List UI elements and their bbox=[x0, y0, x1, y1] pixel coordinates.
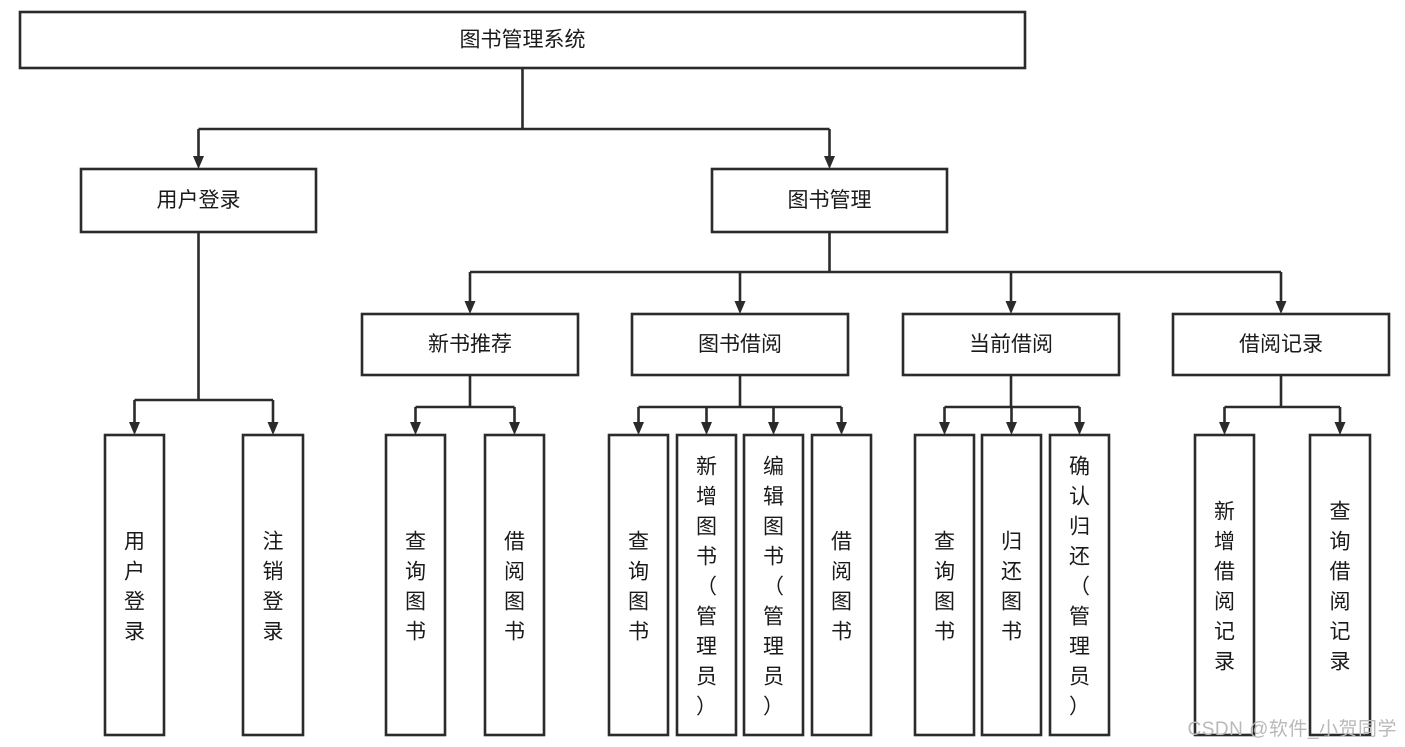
node-label: 确认归还（管理员） bbox=[1069, 455, 1090, 718]
node-box bbox=[360, 312, 580, 377]
node-box bbox=[607, 433, 670, 737]
edge-arrowhead bbox=[1074, 422, 1085, 435]
edge-arrowhead bbox=[1275, 301, 1287, 314]
edge-arrowhead bbox=[509, 422, 520, 435]
node-borrow-record[interactable]: 借阅记录 bbox=[1171, 312, 1391, 377]
node-new-book-rec[interactable]: 新书推荐 bbox=[360, 312, 580, 377]
node-box bbox=[913, 433, 976, 737]
node-leaf-user-login[interactable]: 用户登录 bbox=[103, 433, 166, 737]
node-label: 新增图书（管理员） bbox=[696, 455, 717, 718]
edge-arrowhead bbox=[836, 422, 847, 435]
node-box bbox=[630, 312, 850, 377]
node-label: 编辑图书（管理员） bbox=[763, 455, 784, 718]
node-leaf-query-book-2[interactable]: 查询图书 bbox=[607, 433, 670, 737]
edge-arrowhead bbox=[410, 422, 421, 435]
node-box bbox=[980, 433, 1043, 737]
node-box bbox=[1193, 433, 1256, 737]
node-box bbox=[18, 10, 1027, 70]
node-label: 查询借阅记录 bbox=[1330, 500, 1351, 673]
node-box bbox=[810, 433, 873, 737]
node-leaf-borrow-book-1[interactable]: 借阅图书 bbox=[483, 433, 546, 737]
node-label: 新书推荐 bbox=[428, 333, 512, 356]
node-layer: 图书管理系统用户登录图书管理新书推荐图书借阅当前借阅借阅记录用户登录注销登录查询… bbox=[18, 10, 1391, 737]
node-box bbox=[384, 433, 447, 737]
edge-arrowhead bbox=[734, 301, 746, 314]
node-leaf-query-book-1[interactable]: 查询图书 bbox=[384, 433, 447, 737]
node-box bbox=[742, 433, 805, 737]
edge-arrowhead bbox=[701, 422, 712, 435]
node-label: 图书借阅 bbox=[698, 333, 782, 356]
edge-arrowhead bbox=[1006, 422, 1017, 435]
node-box bbox=[710, 167, 949, 234]
node-box bbox=[483, 433, 546, 737]
node-leaf-confirm-return[interactable]: 确认归还（管理员） bbox=[1048, 433, 1111, 737]
node-book-borrow[interactable]: 图书借阅 bbox=[630, 312, 850, 377]
node-box bbox=[103, 433, 166, 737]
node-box bbox=[1308, 433, 1372, 737]
node-leaf-query-record[interactable]: 查询借阅记录 bbox=[1308, 433, 1372, 737]
node-label: 用户登录 bbox=[124, 530, 145, 643]
edge-arrowhead bbox=[1219, 422, 1230, 435]
node-box bbox=[241, 433, 305, 737]
edge-arrowhead bbox=[633, 422, 644, 435]
node-box bbox=[79, 167, 318, 234]
edge-arrowhead bbox=[1334, 422, 1346, 435]
edge-arrowhead bbox=[267, 422, 279, 435]
node-leaf-edit-book[interactable]: 编辑图书（管理员） bbox=[742, 433, 805, 737]
edge-layer bbox=[129, 68, 1346, 435]
node-label: 查询图书 bbox=[934, 530, 955, 643]
node-root[interactable]: 图书管理系统 bbox=[18, 10, 1027, 70]
node-box bbox=[675, 433, 738, 737]
node-label: 注销登录 bbox=[263, 530, 284, 643]
edge-arrowhead bbox=[824, 156, 835, 169]
node-label: 查询图书 bbox=[405, 530, 426, 643]
node-label: 查询图书 bbox=[628, 530, 649, 643]
node-label: 借阅图书 bbox=[831, 530, 852, 643]
node-leaf-return-book[interactable]: 归还图书 bbox=[980, 433, 1043, 737]
node-leaf-add-book[interactable]: 新增图书（管理员） bbox=[675, 433, 738, 737]
edge-arrowhead bbox=[768, 422, 779, 435]
watermark-text: CSDN @软件_小贺同学 bbox=[1187, 719, 1397, 740]
edge-arrowhead bbox=[464, 301, 476, 314]
node-user-login[interactable]: 用户登录 bbox=[79, 167, 318, 234]
node-leaf-logout[interactable]: 注销登录 bbox=[241, 433, 305, 737]
node-label: 当前借阅 bbox=[969, 333, 1053, 356]
node-leaf-borrow-book-2[interactable]: 借阅图书 bbox=[810, 433, 873, 737]
edge-arrowhead bbox=[939, 422, 950, 435]
node-book-mgmt[interactable]: 图书管理 bbox=[710, 167, 949, 234]
node-label: 借阅图书 bbox=[504, 530, 525, 643]
node-current-borrow[interactable]: 当前借阅 bbox=[901, 312, 1121, 377]
node-leaf-add-record[interactable]: 新增借阅记录 bbox=[1193, 433, 1256, 737]
node-leaf-query-book-3[interactable]: 查询图书 bbox=[913, 433, 976, 737]
node-box bbox=[1048, 433, 1111, 737]
node-label: 图书管理 bbox=[788, 189, 872, 212]
edge-arrowhead bbox=[129, 422, 140, 435]
node-box bbox=[1171, 312, 1391, 377]
edge-arrowhead bbox=[1005, 301, 1017, 314]
node-label: 用户登录 bbox=[157, 189, 241, 212]
node-label: 归还图书 bbox=[1001, 530, 1022, 643]
edge-arrowhead bbox=[193, 156, 204, 169]
node-label: 新增借阅记录 bbox=[1214, 500, 1235, 673]
node-label: 图书管理系统 bbox=[460, 29, 586, 52]
node-label: 借阅记录 bbox=[1239, 333, 1323, 356]
node-box bbox=[901, 312, 1121, 377]
